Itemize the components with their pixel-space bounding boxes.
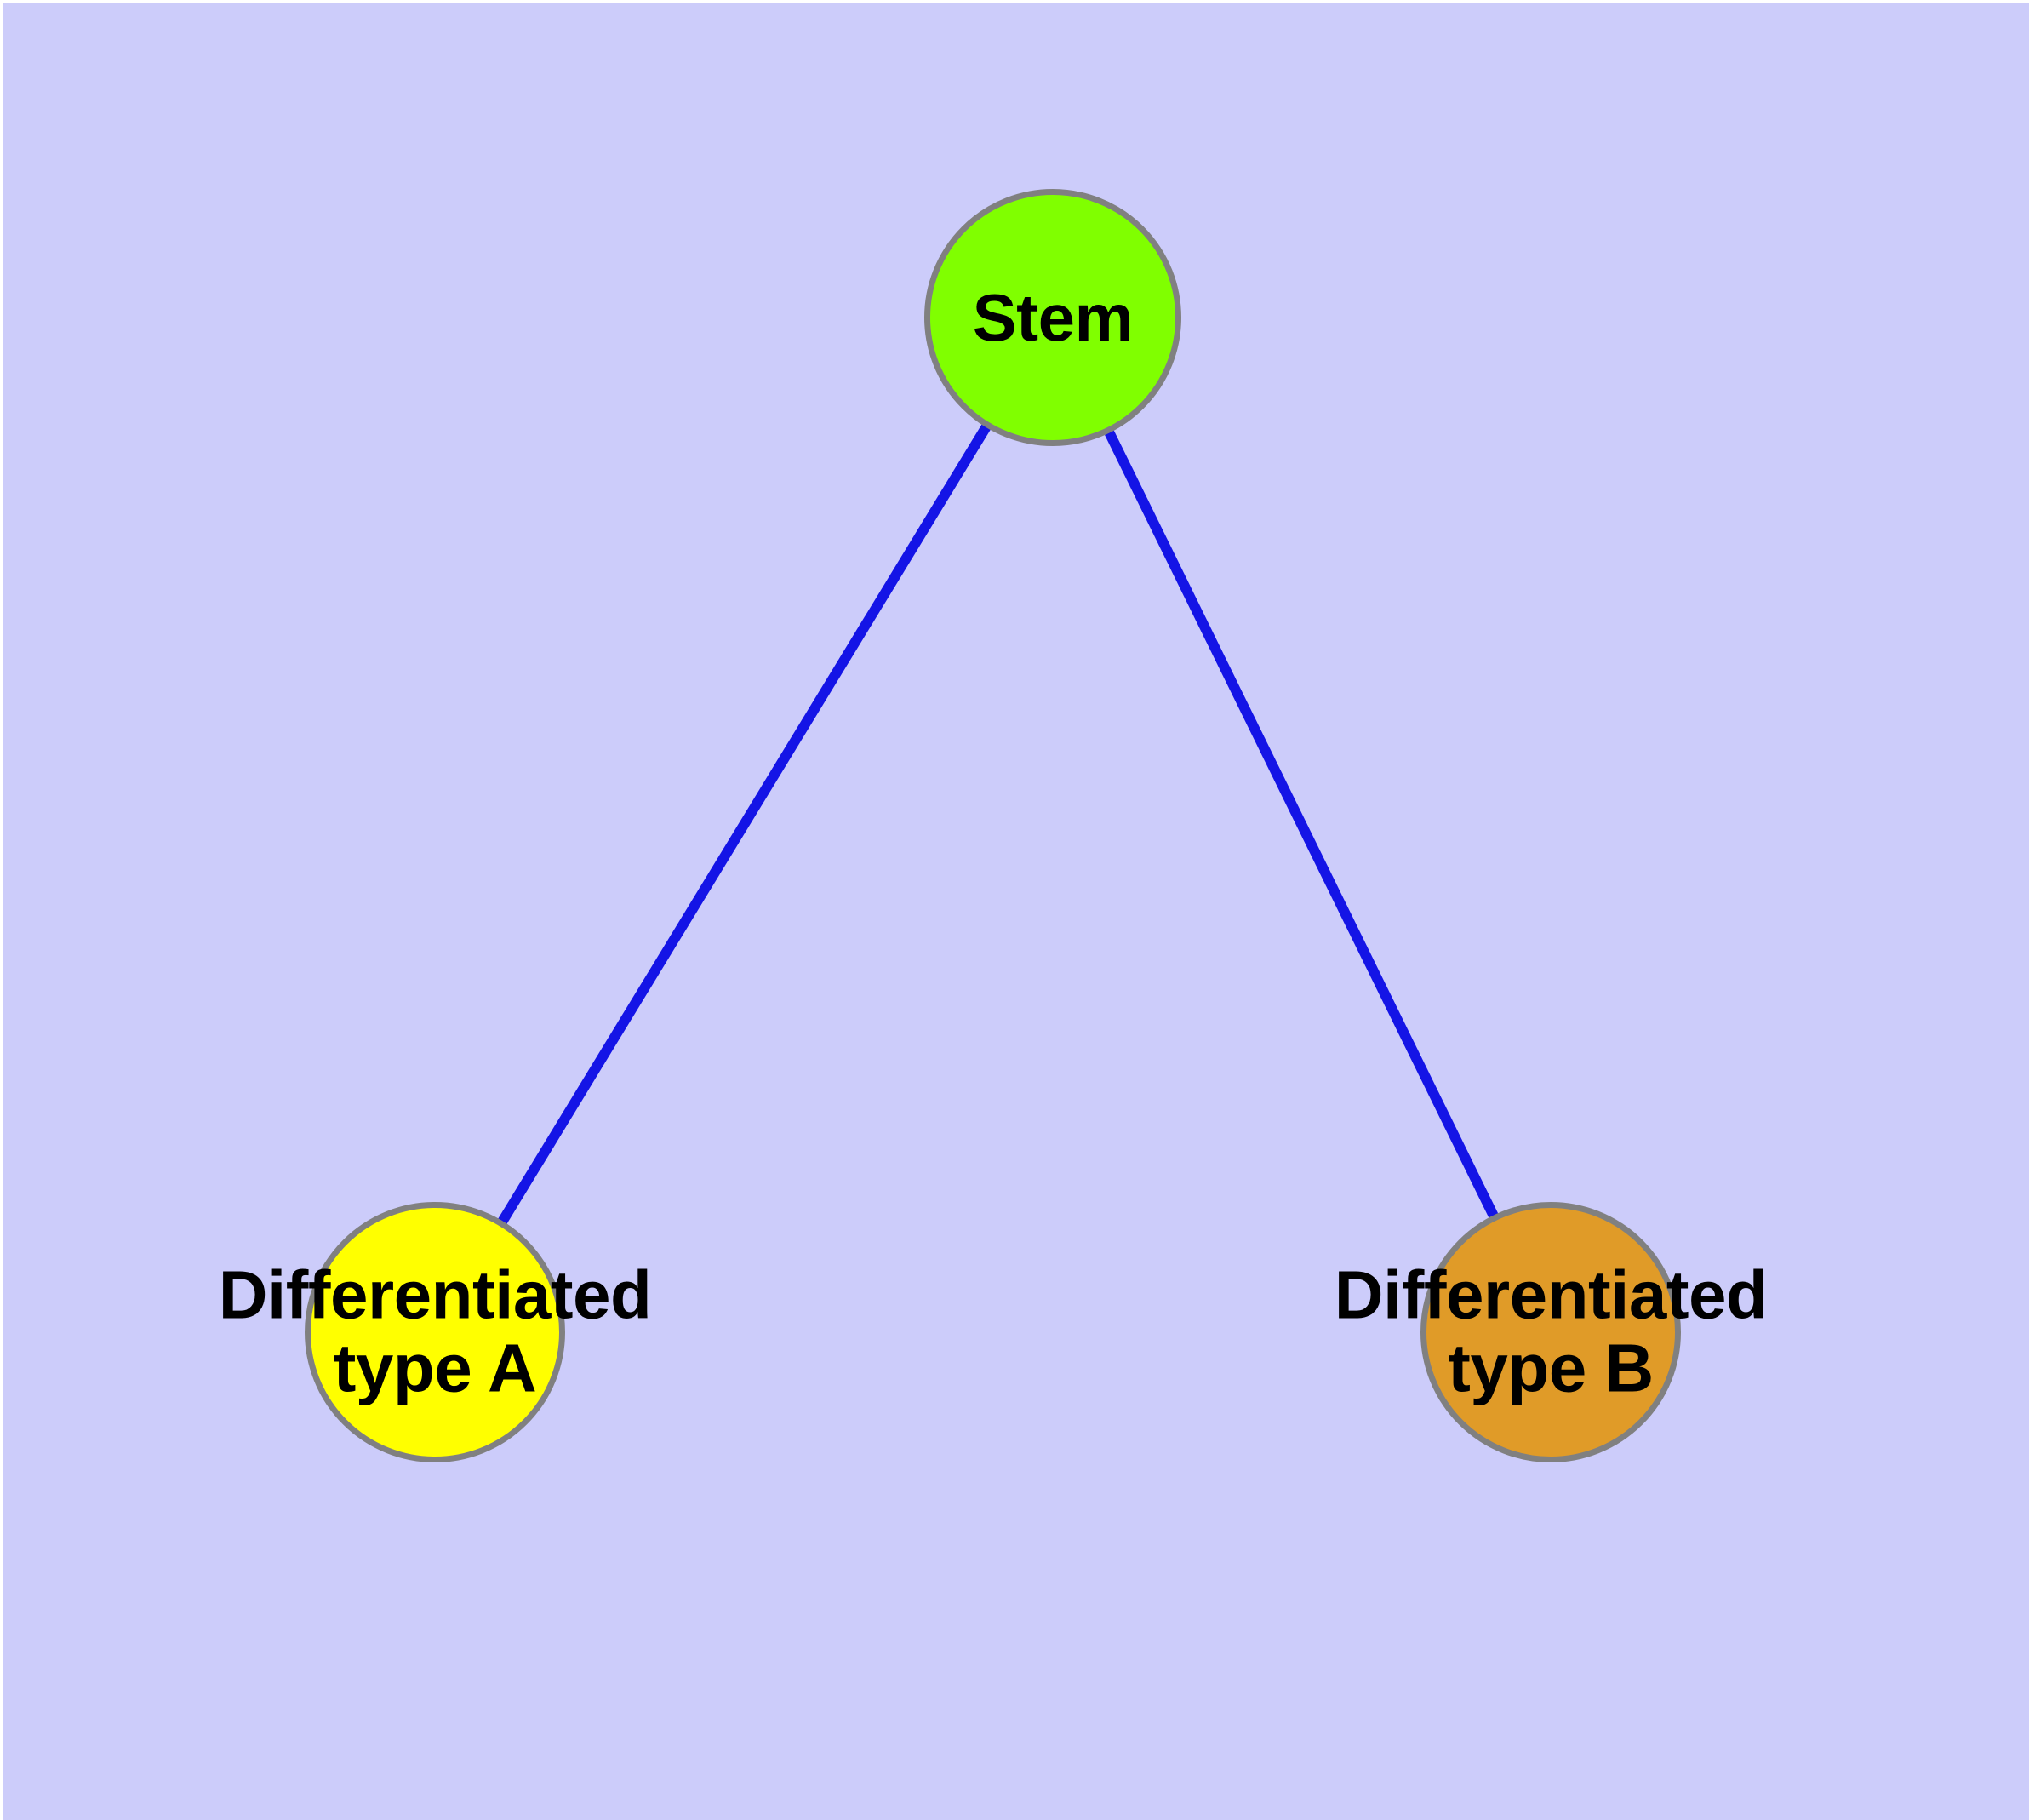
edge-layer [430,314,1556,1336]
edge-stem-to-differentiated-a[interactable] [430,314,1058,1336]
node-stem[interactable] [924,189,1181,446]
node-differentiated-type-b[interactable] [1420,1202,1681,1462]
node-layer [305,189,1681,1462]
node-differentiated-type-a[interactable] [305,1202,565,1462]
edge-stem-to-differentiated-b[interactable] [1048,315,1556,1335]
